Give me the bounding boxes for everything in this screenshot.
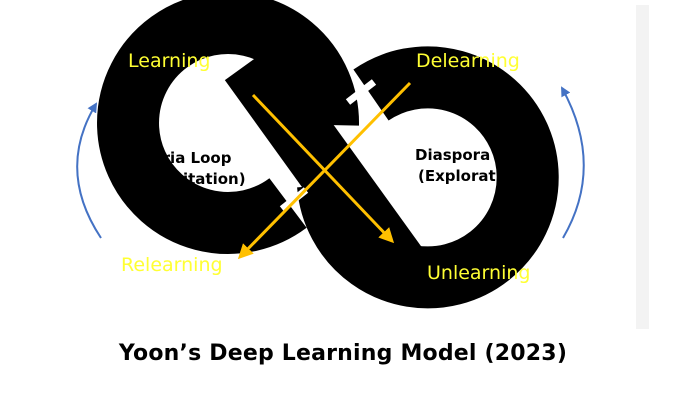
right-loop-name: Diaspora Loop	[415, 146, 537, 164]
figure-caption: Yoon’s Deep Learning Model (2023)	[118, 341, 568, 366]
left-loop-mode: (Exploitation)	[130, 170, 246, 188]
arrow-delearning-to-relearning	[237, 81, 412, 260]
left-loop-band	[97, 0, 360, 254]
right-loop-mode: (Exploration)	[418, 167, 529, 185]
left-cycle-arrow	[76, 102, 102, 239]
side-panel-strip	[636, 5, 649, 329]
weave-gap-upper	[345, 79, 377, 105]
label-delearning: Delearning	[416, 50, 520, 72]
label-relearning: Relearning	[121, 254, 223, 276]
arrow-learning-to-unlearning	[251, 93, 395, 244]
crossing-band	[224, 43, 426, 289]
label-unlearning: Unlearning	[427, 262, 530, 284]
label-learning: Learning	[128, 50, 211, 72]
left-loop-name: Aporia Loop	[130, 149, 232, 167]
right-cycle-arrow	[561, 86, 585, 239]
